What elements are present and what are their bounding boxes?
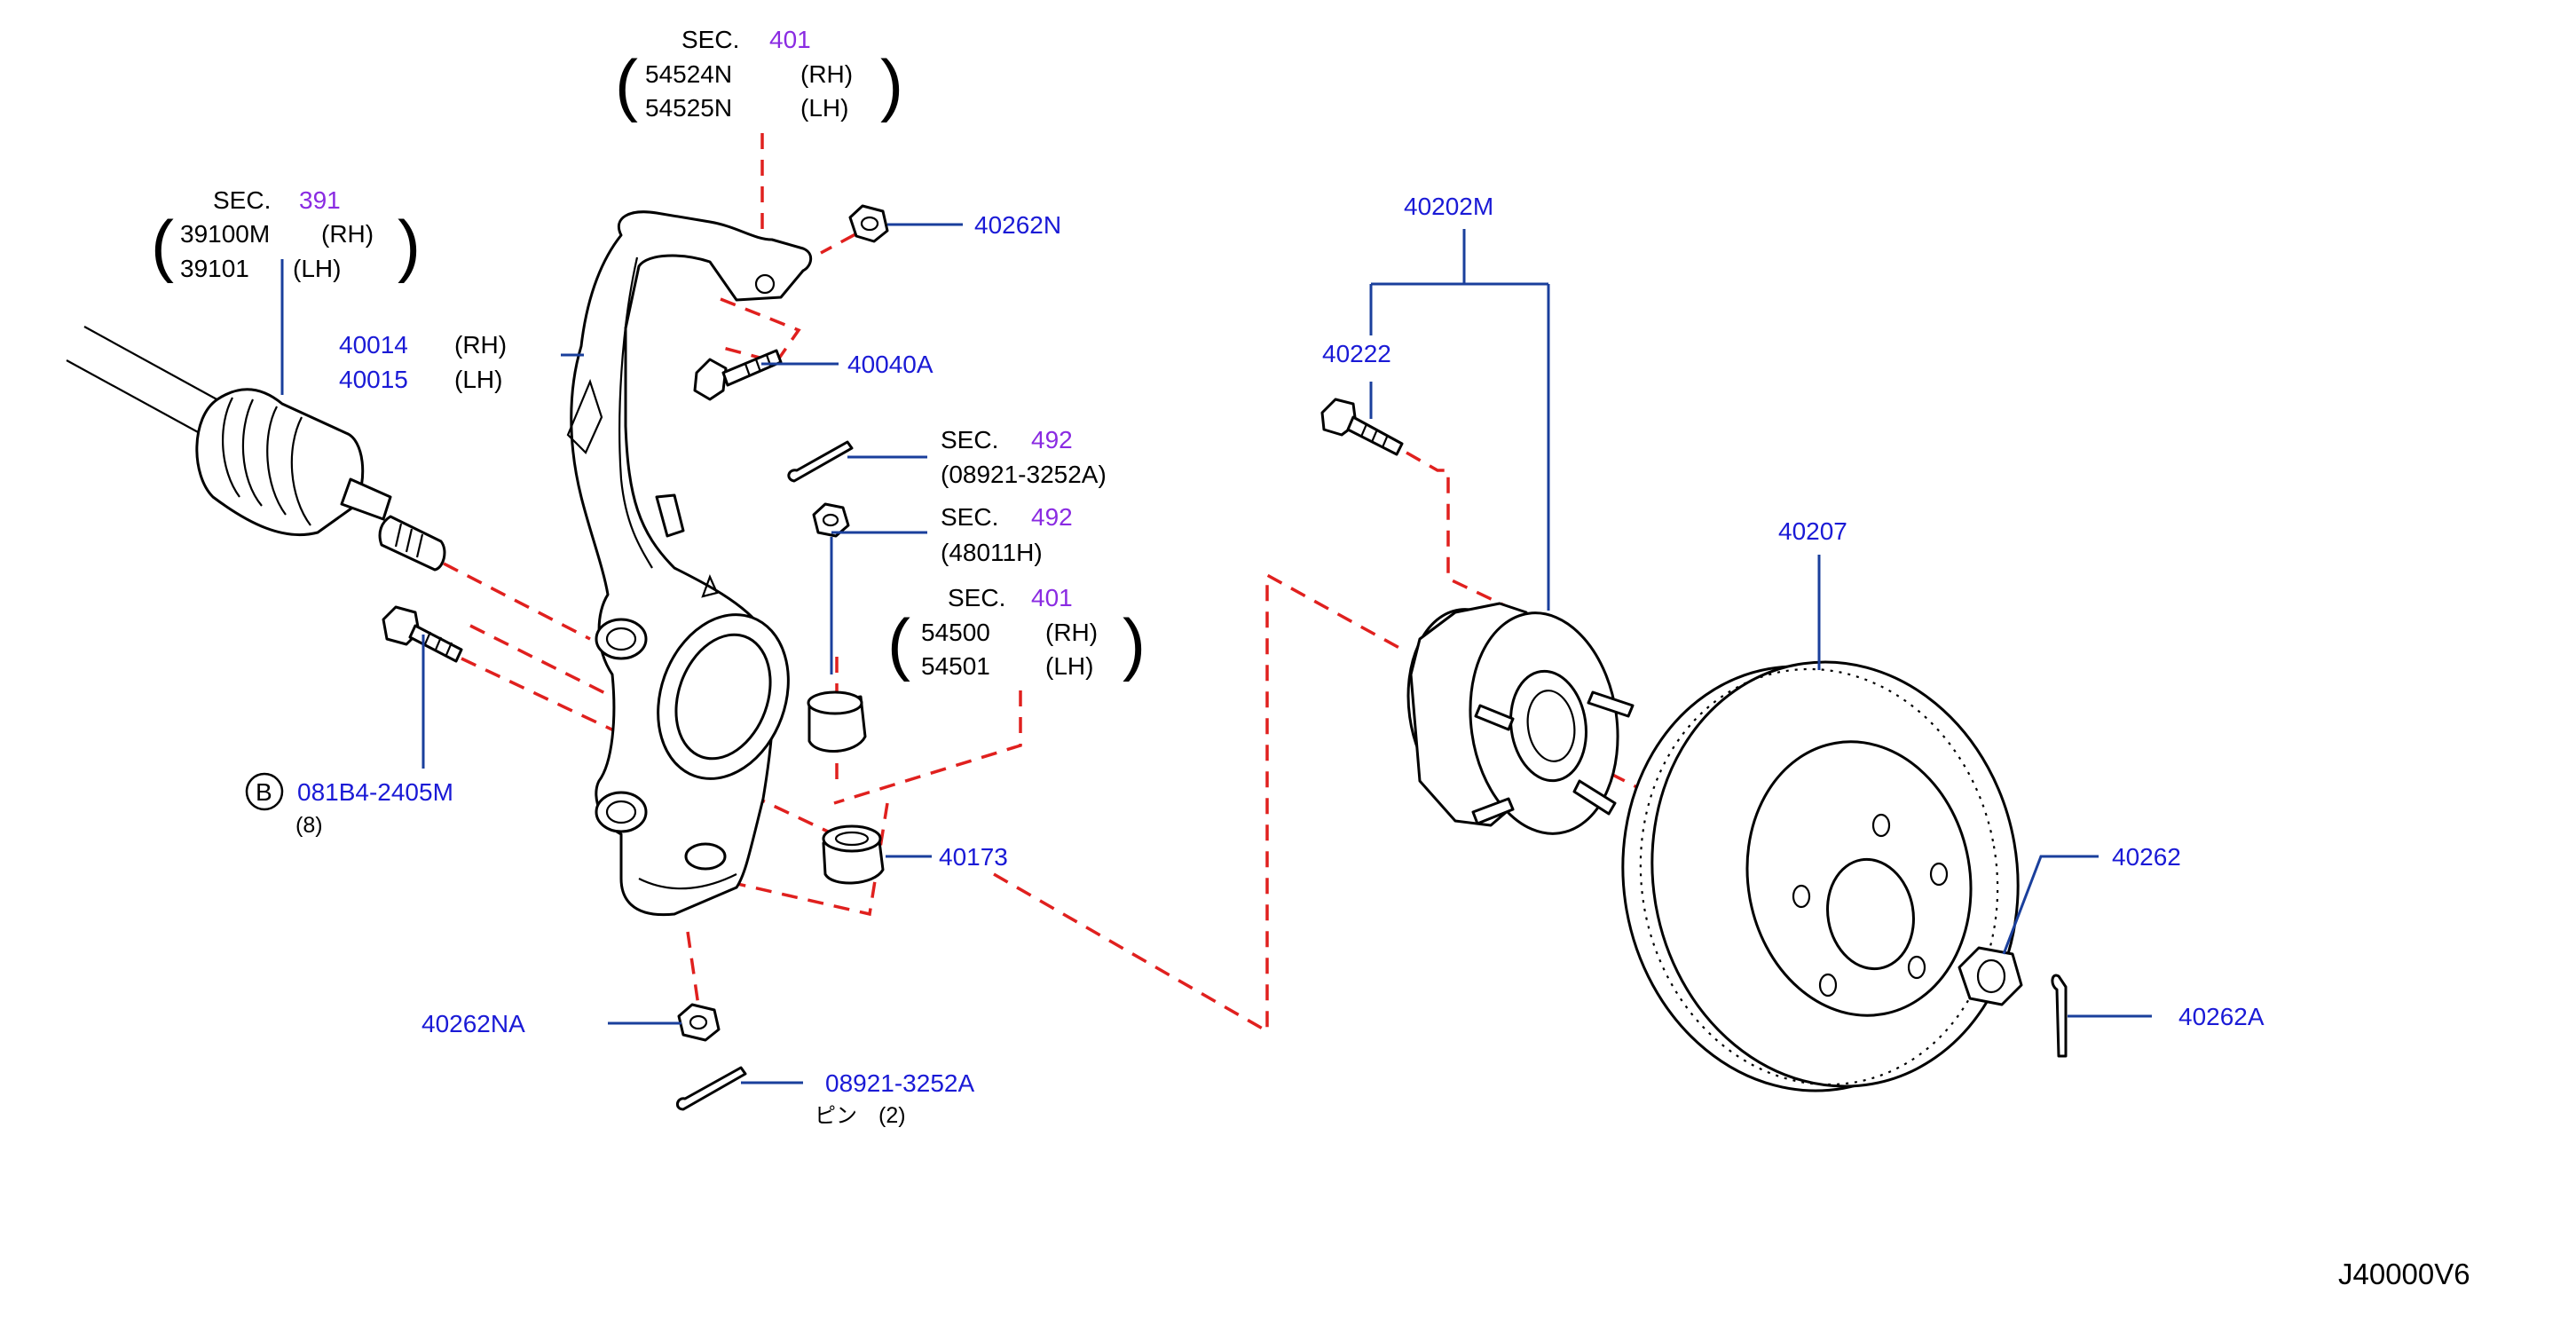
sec391-sec: SEC. [213,186,271,214]
sec401-top-part2: 54525N [645,94,732,122]
svg-text:): ) [880,45,903,123]
knuckle-part-lh: 40015 [339,366,408,393]
svg-text:): ) [398,206,421,284]
pin-bottom-label: ピン [815,1104,857,1128]
sec401-mid-callout[interactable]: SEC. 401 54500 (RH) 54501 (LH) [921,584,1098,680]
pin-bottom-quantity: (2) [878,1103,906,1128]
steering-knuckle-illustration [566,210,813,917]
sec401-mid-side2: (LH) [1045,652,1093,680]
leader-lines [280,223,2152,1084]
hub-nut-part-number[interactable]: 40262 [2112,843,2181,871]
sec401-mid-part1: 54500 [921,619,990,646]
bolt-b-badge-circle [245,772,284,811]
knuckle-callout[interactable]: 40014 (RH) 40015 (LH) [339,331,507,393]
brake-rotor-illustration [1621,660,2068,1092]
bolt-b-badge: B [256,778,272,806]
nut-top-part-number[interactable]: 40262N [974,211,1061,239]
sec492-nut-num: 492 [1031,503,1073,531]
svg-text:(: ( [887,604,910,682]
sec401-mid-part2: 54501 [921,652,990,680]
bracket-glyphs: ( ) ( ) ( ) [151,45,1146,682]
bolt-b-callout[interactable]: B 081B4-2405M (8) [245,772,453,838]
svg-text:(: ( [615,45,638,123]
sec401-top-side1: (RH) [800,60,853,88]
bolt-b-quantity: (8) [295,813,323,838]
sec492-pin-callout[interactable]: SEC. 492 (08921-3252A) [941,426,1107,488]
stud-part-number[interactable]: 40222 [1322,340,1391,367]
sec401-top-num: 401 [769,26,811,53]
pin-bottom-callout[interactable]: 08921-3252A ピン (2) [815,1069,974,1128]
sec391-part2: 39101 [180,255,249,282]
sec401-top-part1: 54524N [645,60,732,88]
knuckle-side-rh: (RH) [454,331,507,359]
drive-shaft-illustration [66,326,446,572]
svg-text:): ) [1123,604,1146,682]
hub-assembly-illustration [1320,398,1635,835]
pin-bottom-part-number: 08921-3252A [825,1069,974,1097]
bushing-part-number[interactable]: 40173 [939,843,1008,871]
sec391-num: 391 [299,186,341,214]
sec391-part1: 39100M [180,220,270,248]
cotter-pin-part-number[interactable]: 40262A [2178,1003,2265,1030]
sec492-pin-sec: SEC. [941,426,998,453]
hub-assy-part-number[interactable]: 40202M [1404,193,1493,220]
sec401-mid-sec: SEC. [948,584,1005,611]
rotor-part-number[interactable]: 40207 [1778,517,1847,545]
bolt-b-part-number: 081B4-2405M [297,778,453,806]
sec492-nut-sec: SEC. [941,503,998,531]
hardware-illustrations [382,204,889,1111]
sec492-pin-num: 492 [1031,426,1073,453]
sec401-mid-num: 401 [1031,584,1073,611]
sec401-mid-side1: (RH) [1045,619,1098,646]
sec401-top-sec: SEC. [681,26,739,53]
sec492-nut-ref: (48011H) [941,539,1043,566]
hub-studs [1471,690,1635,825]
sec391-side2: (LH) [293,255,341,282]
nut-bottom-part-number[interactable]: 40262NA [421,1010,525,1037]
sec391-side1: (RH) [321,220,374,248]
sec401-top-callout[interactable]: SEC. 401 54524N (RH) 54525N (LH) [645,26,853,122]
diagram-code: J40000V6 [2338,1258,2470,1290]
sec492-pin-ref: (08921-3252A) [941,461,1107,488]
sec401-top-side2: (LH) [800,94,848,122]
sec391-callout[interactable]: SEC. 391 39100M (RH) 39101 (LH) [180,186,374,282]
knuckle-side-lh: (LH) [454,366,502,393]
sec492-nut-callout[interactable]: SEC. 492 (48011H) [941,503,1073,566]
knuckle-part-rh: 40014 [339,331,408,359]
bolt-top-part-number[interactable]: 40040A [847,351,934,378]
svg-text:(: ( [151,206,174,284]
